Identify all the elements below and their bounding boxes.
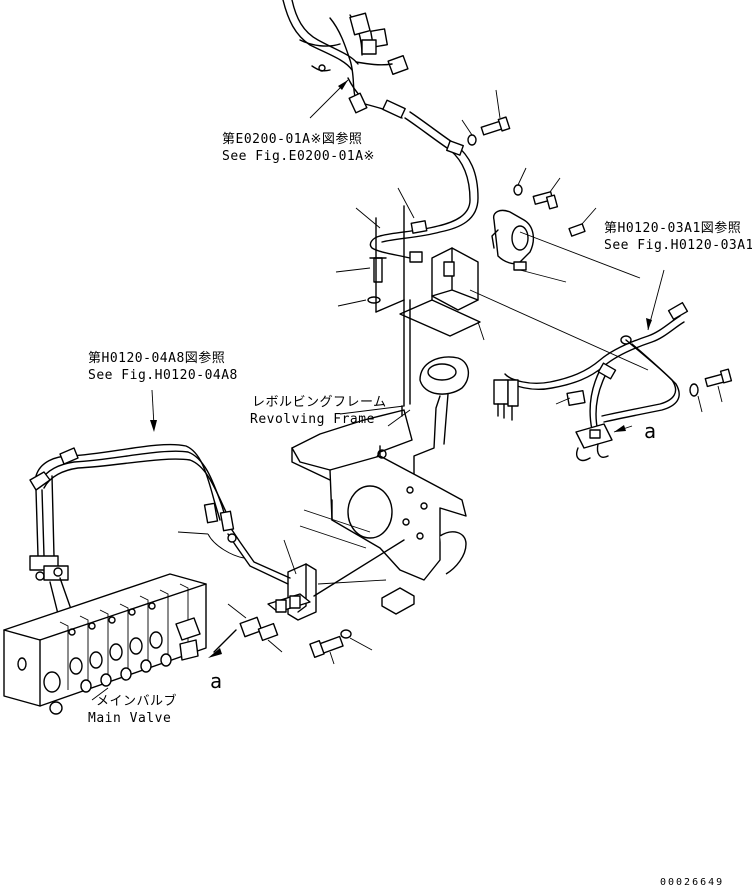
callout-h0120-04-en: See Fig.H0120-04A8 xyxy=(88,368,238,383)
upper-wire-harness xyxy=(282,0,479,263)
revolving-frame-label-jp: レボルビングフレーム xyxy=(252,395,387,410)
main-valve xyxy=(3,573,207,715)
callout-h0120-03-en: See Fig.H0120-03A1 xyxy=(604,238,752,253)
revolving-frame-label-en: Revolving Frame xyxy=(250,412,375,427)
main-valve-label-jp: メインバルブ xyxy=(96,694,178,709)
upper-bolts xyxy=(461,89,597,237)
mounting-bracket xyxy=(335,187,485,407)
lower-bracket xyxy=(208,539,405,665)
document-number: 00026649 xyxy=(660,877,725,888)
hydraulic-lines xyxy=(29,389,245,615)
sensor-unit xyxy=(469,209,649,371)
callout-e0200-en: See Fig.E0200-01A※ xyxy=(222,149,375,164)
pilot-tube xyxy=(227,529,291,585)
callout-h0120-04-jp: 第H0120-04A8図参照 xyxy=(88,351,226,366)
ref-a-lower: a xyxy=(210,669,223,693)
ref-a-upper: a xyxy=(644,419,657,443)
main-valve-label-en: Main Valve xyxy=(88,711,172,726)
callout-h0120-03-jp: 第H0120-03A1図参照 xyxy=(604,221,742,236)
revolving-frame xyxy=(291,356,469,615)
right-wire-harness xyxy=(493,269,733,462)
callout-e0200-jp: 第E0200-01A※図参照 xyxy=(222,132,363,147)
